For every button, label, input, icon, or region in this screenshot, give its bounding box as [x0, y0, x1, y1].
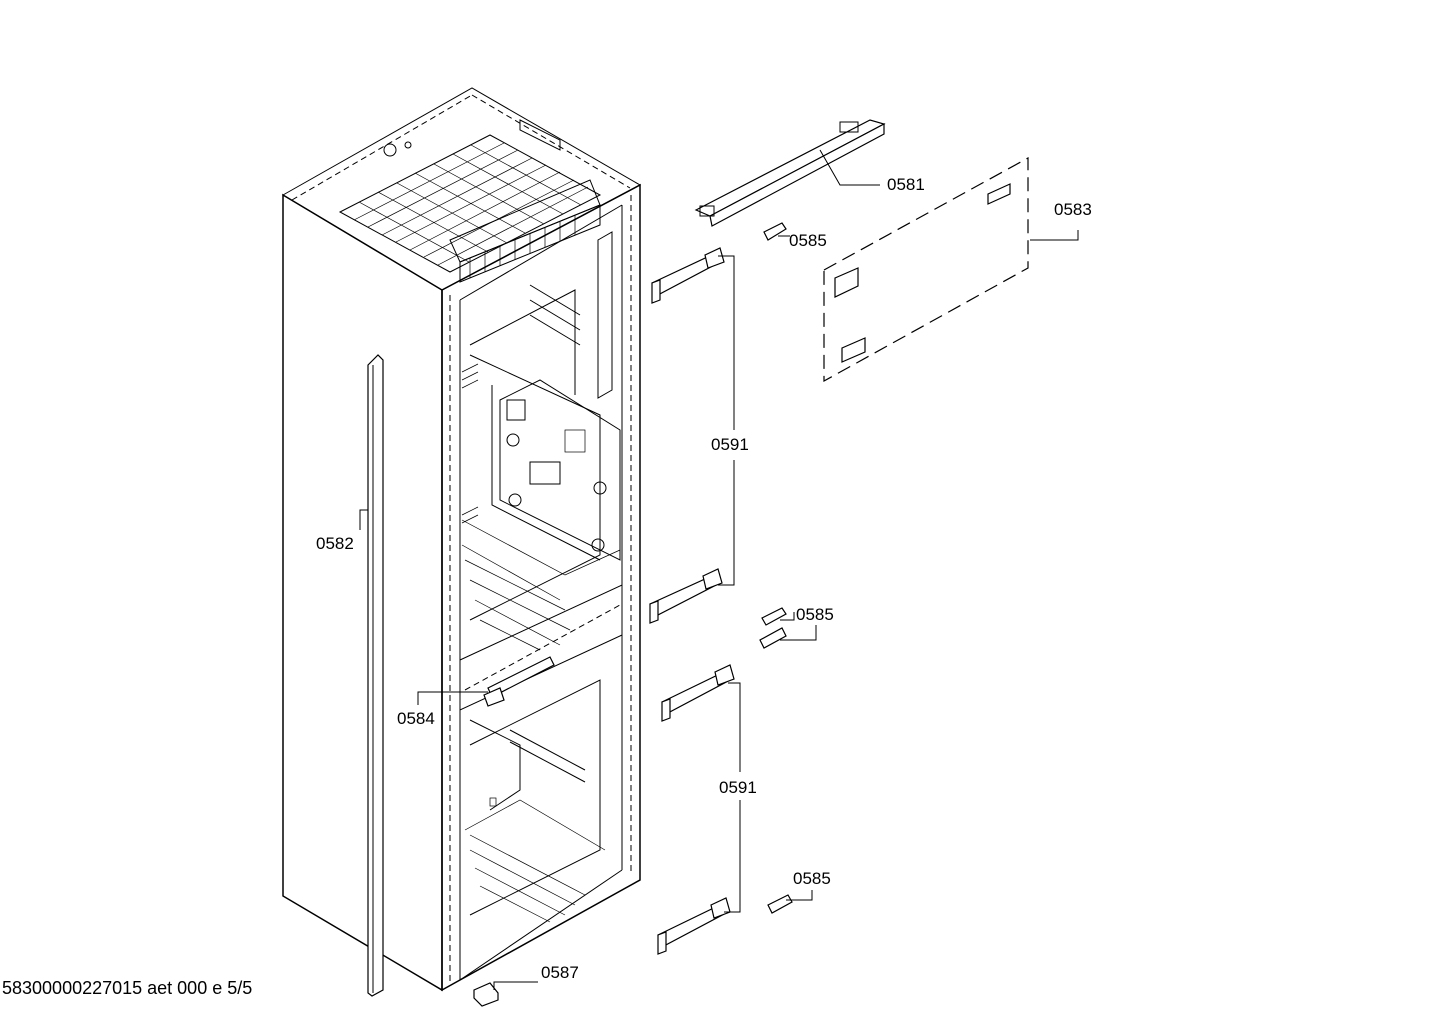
part-0583-cover-panel — [823, 156, 1029, 383]
callout-0591-upper: 0591 — [711, 435, 749, 454]
callout-0587: 0587 — [541, 963, 579, 982]
part-0581-top-rail — [694, 119, 886, 227]
part-0584-bracket — [483, 656, 555, 707]
callout-0585-bottom: 0585 — [793, 869, 831, 888]
callout-0591-lower: 0591 — [719, 778, 757, 797]
callout-0582: 0582 — [316, 534, 354, 553]
cabinet-body — [282, 87, 642, 992]
callout-0585-middle: 0585 — [796, 605, 834, 624]
document-footer-id: 58300000227015 aet 000 e 5/5 — [2, 978, 253, 998]
callout-0585-top: 0585 — [789, 231, 827, 250]
part-0587-foot-clip — [473, 982, 499, 1007]
leader-lines — [359, 149, 1079, 990]
callout-0584: 0584 — [397, 709, 435, 728]
part-0585-clips — [759, 222, 793, 914]
callout-0583: 0583 — [1054, 200, 1092, 219]
part-0582-side-strip — [367, 354, 384, 997]
callout-0581: 0581 — [887, 175, 925, 194]
part-0591-shelf-supports — [649, 247, 735, 955]
